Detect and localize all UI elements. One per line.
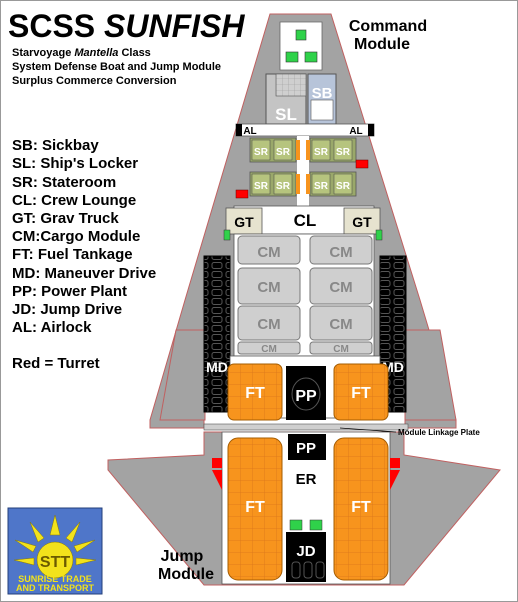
label-sr-5: SR bbox=[254, 181, 269, 192]
legend-item-power-plant: PP: Power Plant bbox=[12, 283, 128, 300]
logo-line2: AND TRANSPORT bbox=[16, 583, 95, 593]
er-console-right bbox=[309, 519, 323, 531]
jump-drive bbox=[286, 532, 326, 582]
legend-item-ships-locker: SL: Ship's Locker bbox=[12, 155, 139, 172]
turret-note: Red = Turret bbox=[12, 355, 100, 372]
legend-item-maneuver-drive: MD: Maneuver Drive bbox=[12, 265, 157, 282]
subtitle-conversion: Surplus Commerce Conversion bbox=[12, 75, 177, 87]
legend-item-jump-drive: JD: Jump Drive bbox=[12, 301, 123, 318]
linkage-plate bbox=[203, 423, 409, 431]
turret-upper bbox=[355, 159, 369, 169]
turret-lower bbox=[235, 189, 249, 199]
power-plant-upper bbox=[286, 366, 326, 420]
label-airlock-port: AL bbox=[243, 126, 256, 137]
label-pp-1: PP bbox=[295, 388, 317, 405]
starboard-fin bbox=[404, 329, 457, 421]
fuel-tank-port-lower bbox=[227, 437, 283, 581]
label-engine-room: ER bbox=[296, 471, 317, 488]
label-linkage-plate: Module Linkage Plate bbox=[398, 428, 480, 437]
fuel-tank-starboard-lower bbox=[333, 437, 389, 581]
fuel-tank-starboard-upper bbox=[333, 363, 389, 421]
label-command-line1: Command bbox=[349, 18, 427, 35]
label-cm-3: CM bbox=[257, 279, 280, 296]
nose-console-right bbox=[304, 51, 318, 63]
label-sr-7: SR bbox=[314, 181, 329, 192]
label-cm-4: CM bbox=[329, 279, 352, 296]
er-console-left bbox=[289, 519, 303, 531]
linkage-callout-line bbox=[339, 427, 397, 433]
label-sr-3: SR bbox=[314, 147, 329, 158]
logo-mark: STT bbox=[40, 554, 70, 571]
label-ft-4: FT bbox=[351, 499, 371, 516]
turret-jump-port bbox=[212, 458, 222, 468]
label-sickbay: SB bbox=[312, 85, 333, 102]
label-cm-7: CM bbox=[261, 344, 277, 355]
label-cm-1: CM bbox=[257, 244, 280, 261]
label-sr-6: SR bbox=[276, 181, 291, 192]
label-md-port: MD bbox=[206, 359, 228, 375]
label-ft-3: FT bbox=[245, 499, 265, 516]
label-jump-drive: JD bbox=[296, 543, 315, 560]
label-cm-5: CM bbox=[257, 316, 280, 333]
ship-title: SCSS SUNFISH bbox=[8, 8, 245, 44]
legend-item-sickbay: SB: Sickbay bbox=[12, 137, 99, 154]
label-sr-4: SR bbox=[336, 147, 351, 158]
legend-item-stateroom: SR: Stateroom bbox=[12, 174, 117, 191]
legend-item-fuel-tankage: FT: Fuel Tankage bbox=[12, 246, 133, 263]
nose-console-left bbox=[285, 51, 299, 63]
label-ft-1: FT bbox=[245, 385, 265, 402]
stateroom-block-upper bbox=[249, 137, 357, 163]
subtitle-class: Starvoyage Mantella Class bbox=[12, 47, 151, 59]
label-crew-lounge: CL bbox=[294, 211, 317, 230]
label-command-line2: Module bbox=[354, 36, 410, 53]
stt-logo: STT SUNRISE TRADE AND TRANSPORT bbox=[7, 507, 103, 595]
label-cm-6: CM bbox=[329, 316, 352, 333]
logo-line1: SUNRISE TRADE bbox=[18, 574, 92, 584]
subtitle-role: System Defense Boat and Jump Module bbox=[12, 61, 222, 73]
legend-item-cargo-module: CM:Cargo Module bbox=[12, 228, 141, 245]
label-pp-2: PP bbox=[296, 440, 316, 457]
stateroom-block-lower bbox=[249, 171, 357, 197]
turret-jump-starboard bbox=[390, 458, 400, 468]
legend-item-airlock: AL: Airlock bbox=[12, 319, 92, 336]
cargo-modules bbox=[237, 235, 373, 355]
label-airlock-starboard: AL bbox=[349, 126, 362, 137]
fuel-tank-port-upper bbox=[227, 363, 283, 421]
legend-item-grav-truck: GT: Grav Truck bbox=[12, 210, 119, 227]
label-jump-line2: Module bbox=[158, 566, 214, 583]
nose-corridor bbox=[279, 21, 323, 71]
label-jump-line1: Jump bbox=[161, 548, 204, 565]
label-sr-2: SR bbox=[276, 147, 291, 158]
label-sr-8: SR bbox=[336, 181, 351, 192]
label-grav-truck-port: GT bbox=[234, 214, 254, 230]
label-cm-8: CM bbox=[333, 344, 349, 355]
maneuver-drive-starboard bbox=[379, 255, 407, 413]
label-ft-2: FT bbox=[351, 385, 371, 402]
port-fin bbox=[159, 329, 206, 421]
legend-item-crew-lounge: CL: Crew Lounge bbox=[12, 192, 137, 209]
power-plant-lower bbox=[288, 434, 326, 460]
label-cm-2: CM bbox=[329, 244, 352, 261]
label-grav-truck-starboard: GT bbox=[352, 214, 372, 230]
maneuver-drive-port bbox=[203, 255, 231, 413]
label-ships-locker: SL bbox=[275, 105, 297, 124]
label-sr-1: SR bbox=[254, 147, 269, 158]
nose-console-top bbox=[295, 29, 307, 41]
